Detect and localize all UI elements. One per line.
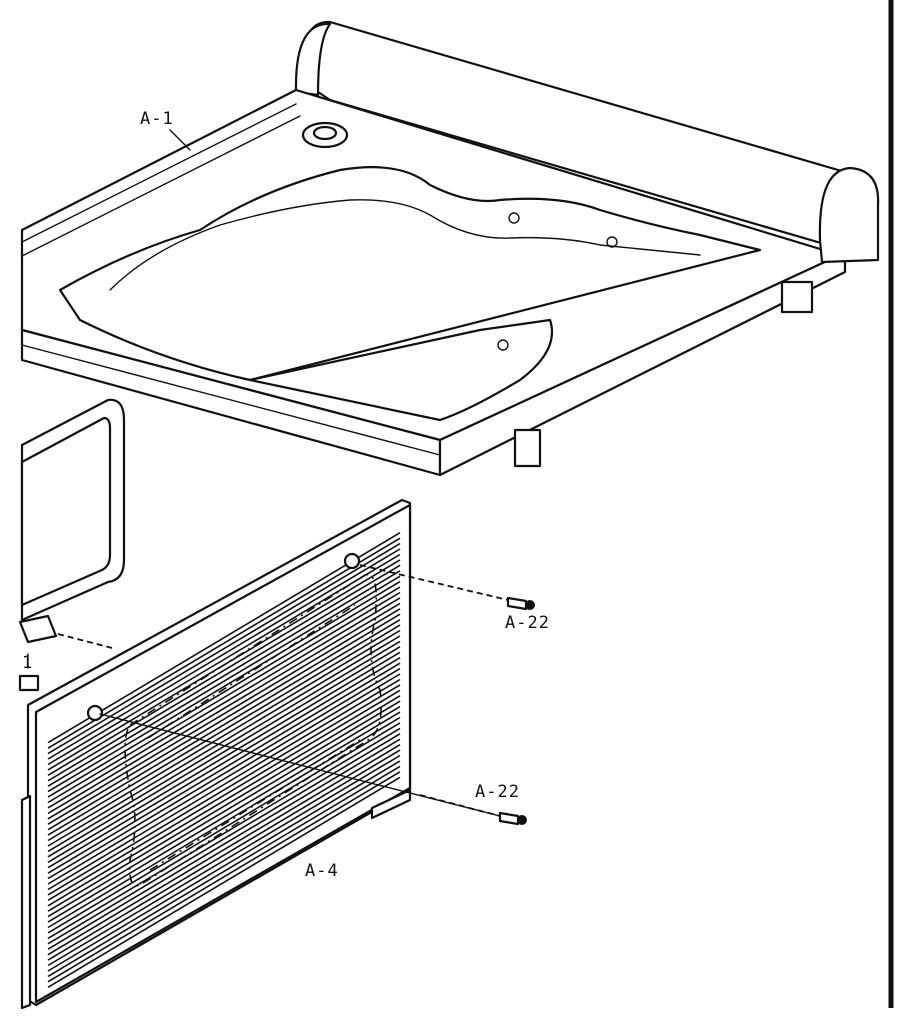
label-edge-fragment: 1 xyxy=(22,653,33,673)
screw-bottom-head xyxy=(517,815,527,825)
screw-bottom-part xyxy=(498,811,527,826)
front-grille-part xyxy=(20,498,412,1010)
gasket-frame-part xyxy=(18,398,126,692)
tray-drain-ring xyxy=(301,121,349,149)
grille-slat xyxy=(47,662,401,874)
grille-slat xyxy=(47,640,401,853)
screw-bottom-shank xyxy=(498,811,520,826)
grille-slat xyxy=(47,646,401,858)
grille-slat xyxy=(47,613,401,825)
grille-slat xyxy=(47,760,401,972)
screw-top-shank xyxy=(506,596,528,611)
grille-slat xyxy=(47,689,401,901)
gasket-frame-inner xyxy=(20,416,112,607)
grille-slat xyxy=(47,580,401,793)
screw-top-leader xyxy=(359,564,509,601)
grille-recess-outline xyxy=(124,573,382,887)
tray-clip-front xyxy=(513,428,542,468)
grille-slat xyxy=(47,711,401,923)
grille-slat xyxy=(47,673,401,885)
tray-right-endcap xyxy=(818,166,880,264)
tray-hole-2 xyxy=(606,236,618,248)
label-grille: A-4 xyxy=(305,861,339,881)
grille-slat xyxy=(47,684,401,896)
screw-top-head xyxy=(525,600,535,610)
grille-slat xyxy=(47,754,401,967)
edge-fragment-block xyxy=(18,674,40,692)
grille-slat xyxy=(47,700,401,912)
drip-tray-part xyxy=(20,20,880,477)
grille-mount-hole-left xyxy=(86,704,104,722)
screw-top-part xyxy=(506,596,535,611)
grille-slat xyxy=(47,705,401,918)
grille-slat xyxy=(47,602,401,815)
tray-drain-hole xyxy=(312,125,338,141)
grille-slat xyxy=(47,537,401,749)
tray-basin-inner-wave xyxy=(109,199,701,291)
grille-slat xyxy=(47,744,401,956)
grille-slat xyxy=(47,657,401,869)
grille-mount-hole-top xyxy=(343,552,361,570)
grille-slat xyxy=(47,542,401,755)
gasket-leader-line xyxy=(57,633,113,649)
grille-slat xyxy=(47,570,401,782)
screw-bottom-leader-dash xyxy=(419,794,501,817)
grille-slat xyxy=(47,591,401,804)
grille-slat xyxy=(47,532,401,744)
grille-slat xyxy=(47,695,401,907)
grille-slat xyxy=(47,608,401,820)
tray-clip-right xyxy=(780,280,814,314)
grille-panel-face xyxy=(34,503,412,1004)
grille-slat xyxy=(47,765,401,978)
label-screw-top: A-22 xyxy=(505,613,550,633)
gasket-tab xyxy=(18,614,58,644)
label-screw-bottom: A-22 xyxy=(475,782,520,802)
grille-slat xyxy=(47,575,401,787)
grille-slat xyxy=(47,635,401,847)
tray-slope-hole xyxy=(497,339,509,351)
grille-bottom-tab xyxy=(370,788,412,820)
grille-slat xyxy=(47,727,401,940)
grille-slat xyxy=(47,776,401,988)
label-tray-leader xyxy=(169,129,191,151)
grille-slat xyxy=(47,597,401,809)
grille-slat xyxy=(47,667,401,880)
grille-foot xyxy=(20,794,32,1010)
label-tray: A-1 xyxy=(140,109,174,129)
grille-slat xyxy=(47,733,401,945)
grille-slat xyxy=(47,771,401,983)
grille-slat xyxy=(47,629,401,842)
grille-slat xyxy=(47,586,401,798)
grille-slat xyxy=(47,716,401,929)
tray-left-endcap xyxy=(294,22,332,97)
grille-slat xyxy=(47,548,401,760)
tray-hole-1 xyxy=(508,212,520,224)
grille-slat xyxy=(47,749,401,961)
grille-slat xyxy=(47,738,401,950)
tray-front-lip-edge xyxy=(21,344,441,456)
grille-slats xyxy=(47,532,401,988)
grille-slat xyxy=(47,624,401,836)
grille-slat xyxy=(47,564,401,776)
tray-left-rim xyxy=(21,103,301,257)
grille-slat xyxy=(47,651,401,863)
tray-drain-slope xyxy=(248,318,554,422)
grille-slat xyxy=(47,619,401,831)
grille-slat xyxy=(47,553,401,766)
grille-slat xyxy=(47,678,401,891)
